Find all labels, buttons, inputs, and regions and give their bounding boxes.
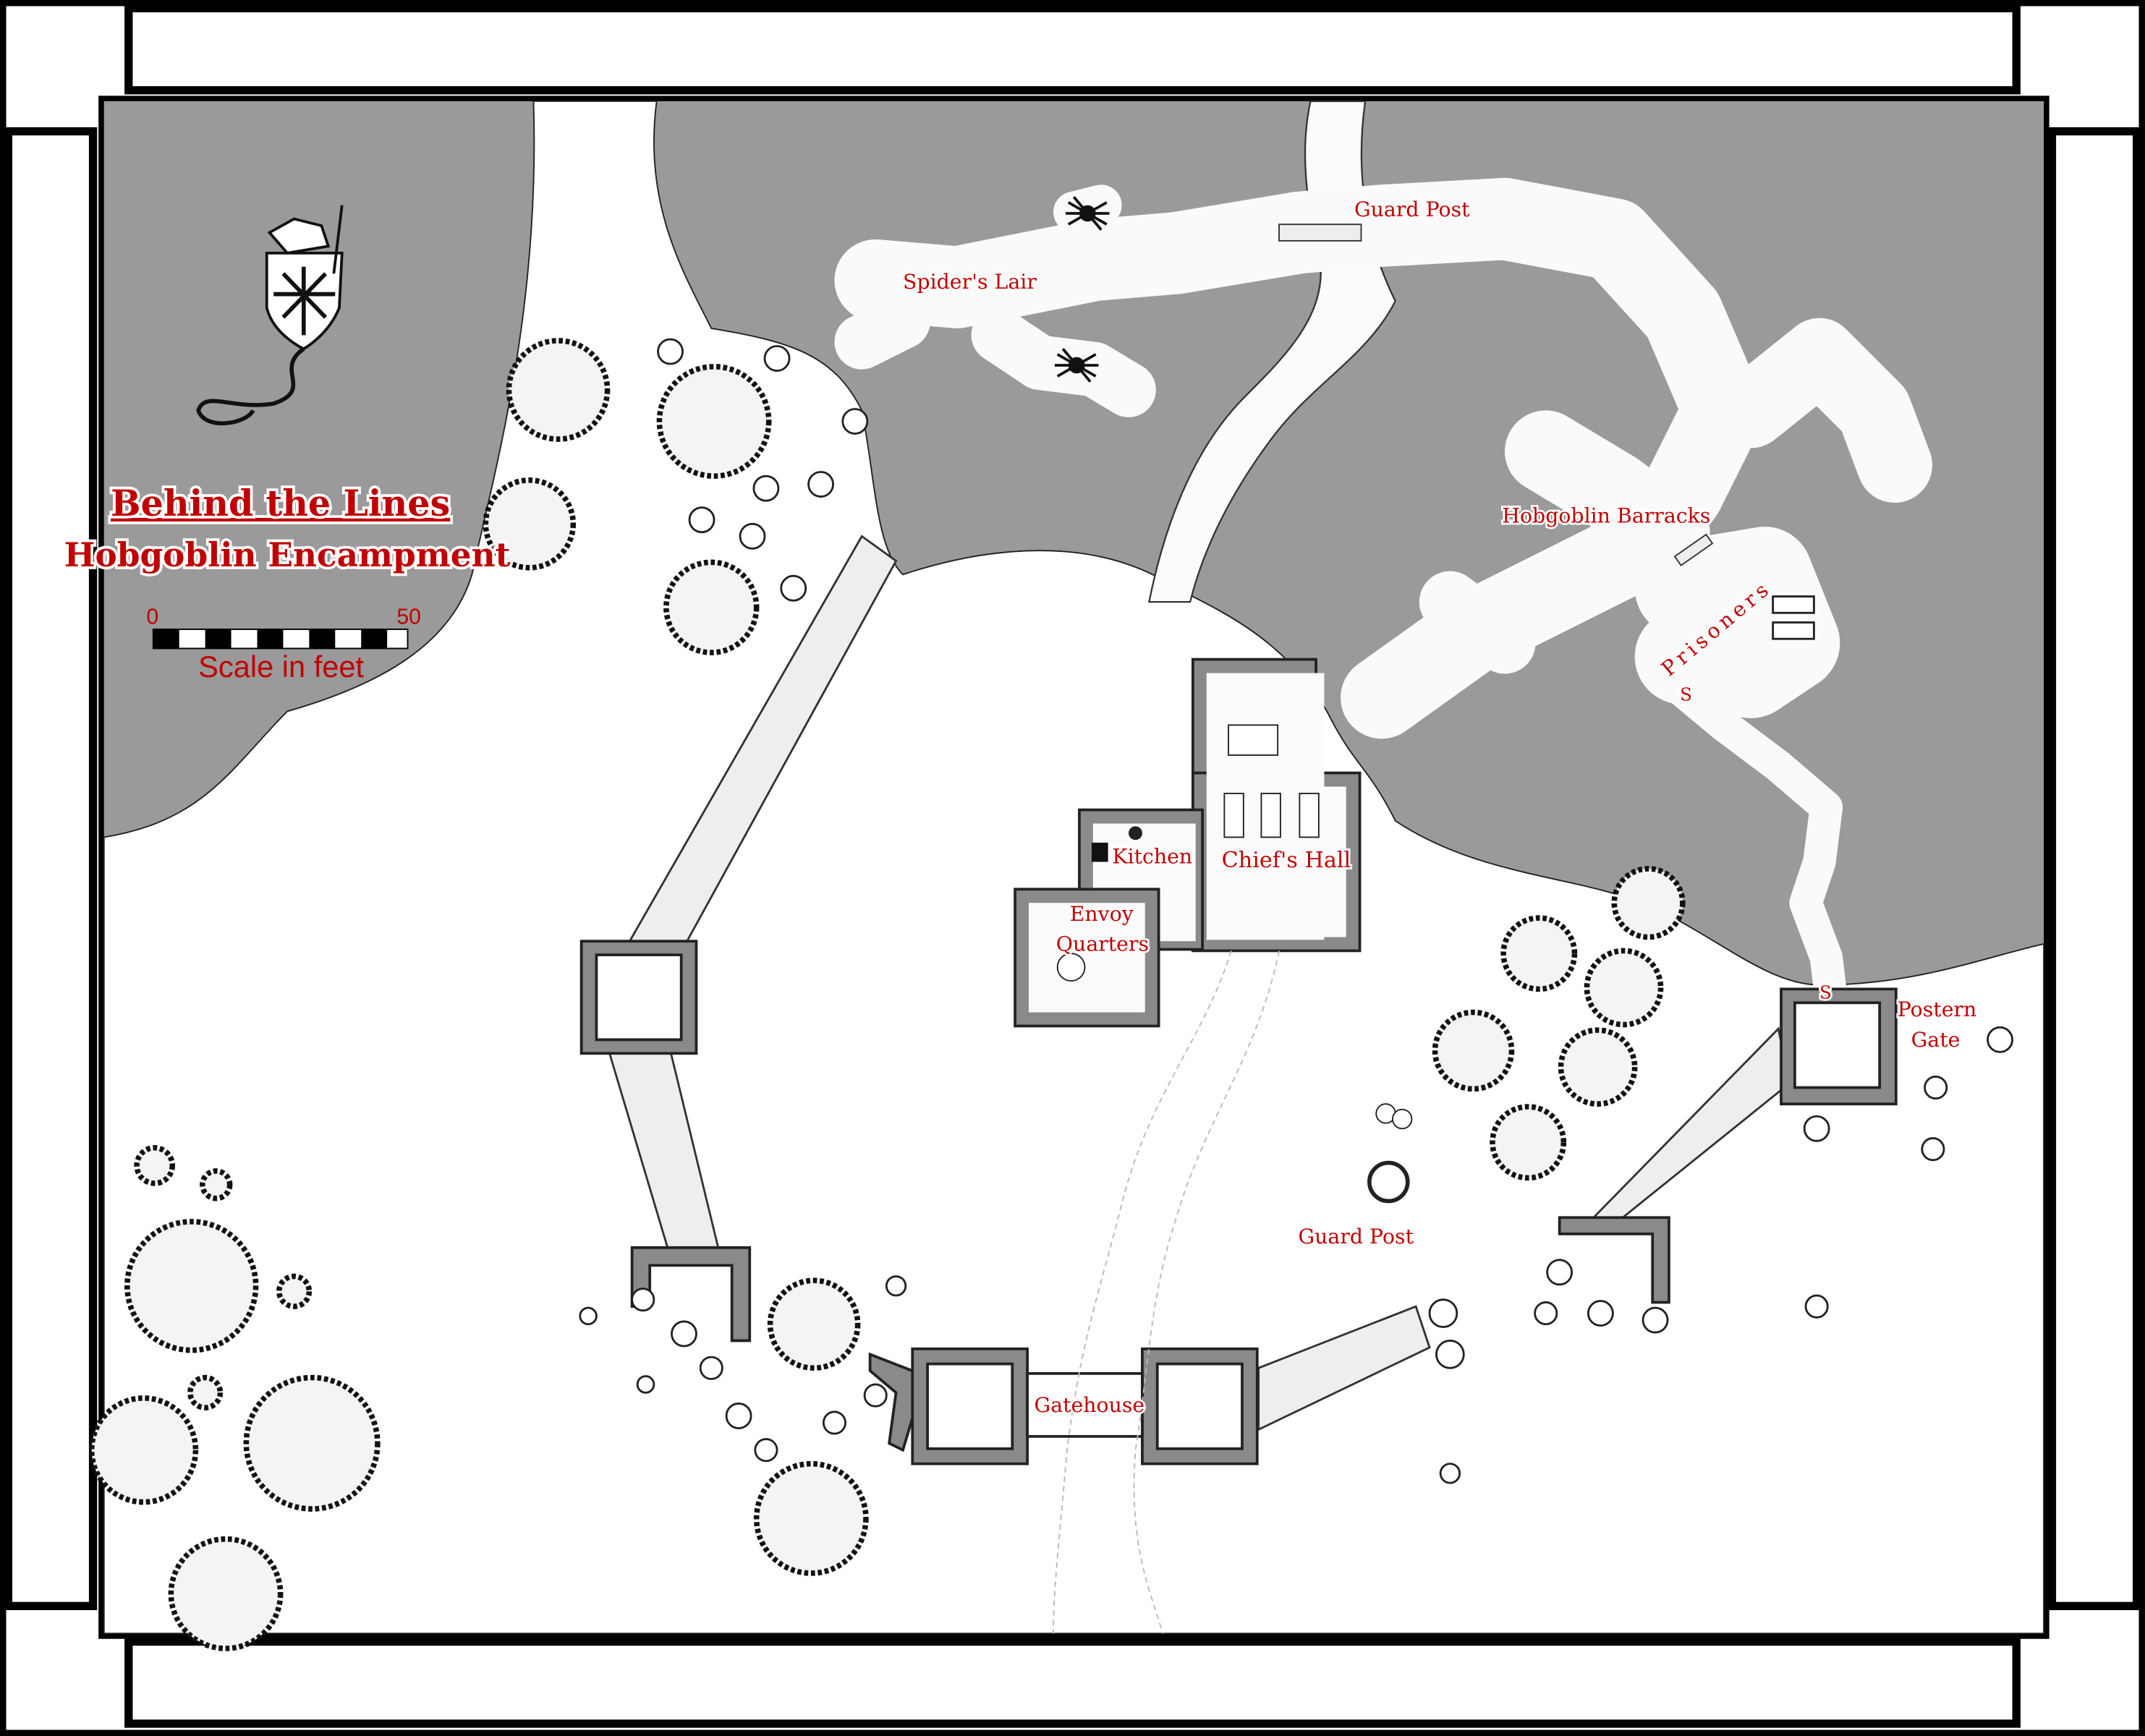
label-kitchen: Kitchen: [1112, 844, 1192, 868]
map-title: Behind the Lines: [111, 482, 450, 524]
postern-gate-tower: [1780, 987, 1898, 1106]
cauldron-icon: [1129, 826, 1142, 841]
barracks-door[interactable]: [1673, 533, 1714, 566]
label-hobgoblin-barracks: Hobgoblin Barracks: [1502, 503, 1710, 527]
south-road: [1053, 950, 1280, 1634]
trees: [88, 338, 1686, 1651]
rubble: [579, 338, 2013, 1484]
label-chiefs-hall: Chief's Hall: [1222, 848, 1351, 873]
label-gate: Gate: [1911, 1028, 1961, 1052]
scale-bar: [152, 629, 409, 650]
secret-door-marker[interactable]: S: [1817, 980, 1834, 1005]
guard-post-door[interactable]: [1278, 224, 1362, 242]
tower: [579, 940, 698, 1055]
chiefs-hall-building: [1192, 658, 1362, 953]
shackles-icon: [1772, 621, 1815, 640]
label-envoy: Envoy: [1070, 902, 1134, 926]
campfire-icon: [1367, 1160, 1410, 1204]
shackles-icon: [1772, 595, 1815, 614]
label-quarters: Quarters: [1056, 932, 1149, 956]
scale-end: 50: [396, 605, 421, 629]
scale-caption: Scale in feet: [198, 650, 364, 684]
gatehouse-bridge: [1026, 1371, 1144, 1438]
spider-icon: [1066, 196, 1110, 231]
label-gatehouse: Gatehouse: [1035, 1393, 1145, 1417]
spider-icon: [1054, 348, 1099, 383]
envoy-quarters-building: [1014, 888, 1160, 1028]
secret-door-marker[interactable]: S: [1678, 681, 1694, 707]
label-postern: Postern: [1898, 997, 1977, 1021]
gatehouse-tower-west: [911, 1347, 1029, 1465]
label-spiders-lair: Spider's Lair: [903, 270, 1037, 294]
scale-start: 0: [146, 605, 158, 629]
gatehouse-tower-east: [1141, 1347, 1259, 1465]
label-guard-post-north: Guard Post: [1354, 197, 1470, 221]
map-subtitle: Hobgoblin Encampment: [64, 535, 511, 574]
barrel-icon: [1392, 1108, 1413, 1130]
label-guard-post-south: Guard Post: [1299, 1225, 1414, 1248]
cave-passages: [834, 177, 1932, 1008]
hobgoblin-crest-logo: [196, 205, 344, 426]
